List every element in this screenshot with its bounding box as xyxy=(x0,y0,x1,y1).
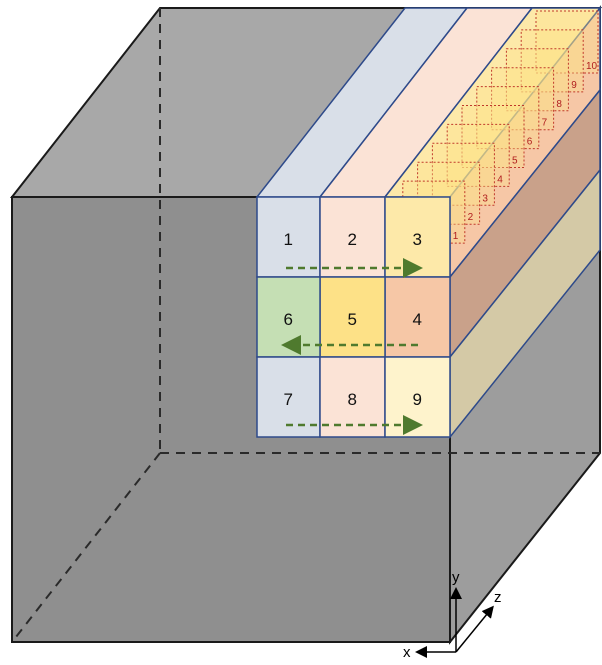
grid-cell-label: 3 xyxy=(413,230,422,249)
z-axis-label: z xyxy=(494,589,502,606)
grid-cell xyxy=(319,196,386,278)
slice-label: 9 xyxy=(571,80,577,91)
grid-cell-label: 7 xyxy=(284,390,293,409)
grid-cell xyxy=(256,196,321,278)
slice-label: 2 xyxy=(468,212,474,223)
slice-square xyxy=(520,29,584,93)
cube-hidden-edges xyxy=(11,8,600,643)
grid-cell-label: 4 xyxy=(413,310,422,329)
slice-label: 5 xyxy=(512,156,518,167)
slice-square xyxy=(491,67,555,131)
z-axis-arrow xyxy=(455,605,494,653)
slice-label: 10 xyxy=(586,61,598,72)
grid-cell-label: 5 xyxy=(348,310,357,329)
y-axis-label: y xyxy=(452,569,460,586)
slice-square xyxy=(476,86,540,150)
grid-cell xyxy=(384,276,451,358)
grid-cell xyxy=(319,356,386,438)
slice-label: 4 xyxy=(497,174,503,185)
slice-label: 6 xyxy=(527,137,533,148)
slice-label: 3 xyxy=(482,193,488,204)
slice-label: 7 xyxy=(542,118,548,129)
slice-square xyxy=(505,48,569,112)
slice-square xyxy=(431,142,495,206)
grid-cell xyxy=(256,356,321,438)
grid-cell-label: 9 xyxy=(413,390,422,409)
slice-square xyxy=(535,10,599,74)
slice-label: 8 xyxy=(556,99,562,110)
grid-cell-label: 8 xyxy=(348,390,357,409)
traversal-arrows xyxy=(281,258,423,435)
slice-square xyxy=(461,105,525,168)
front-grid: 1 2 3 4 5 6 7 8 9 xyxy=(256,196,451,438)
grid-cell-label: 1 xyxy=(284,230,293,249)
slice-square xyxy=(446,123,510,187)
grid-cell-label: 6 xyxy=(284,310,293,329)
grid-cell-label: 2 xyxy=(348,230,357,249)
x-axis-label: x xyxy=(403,644,411,661)
axis-indicator xyxy=(415,587,494,658)
slice-label: 1 xyxy=(453,231,459,242)
block-top-strips xyxy=(255,7,602,198)
